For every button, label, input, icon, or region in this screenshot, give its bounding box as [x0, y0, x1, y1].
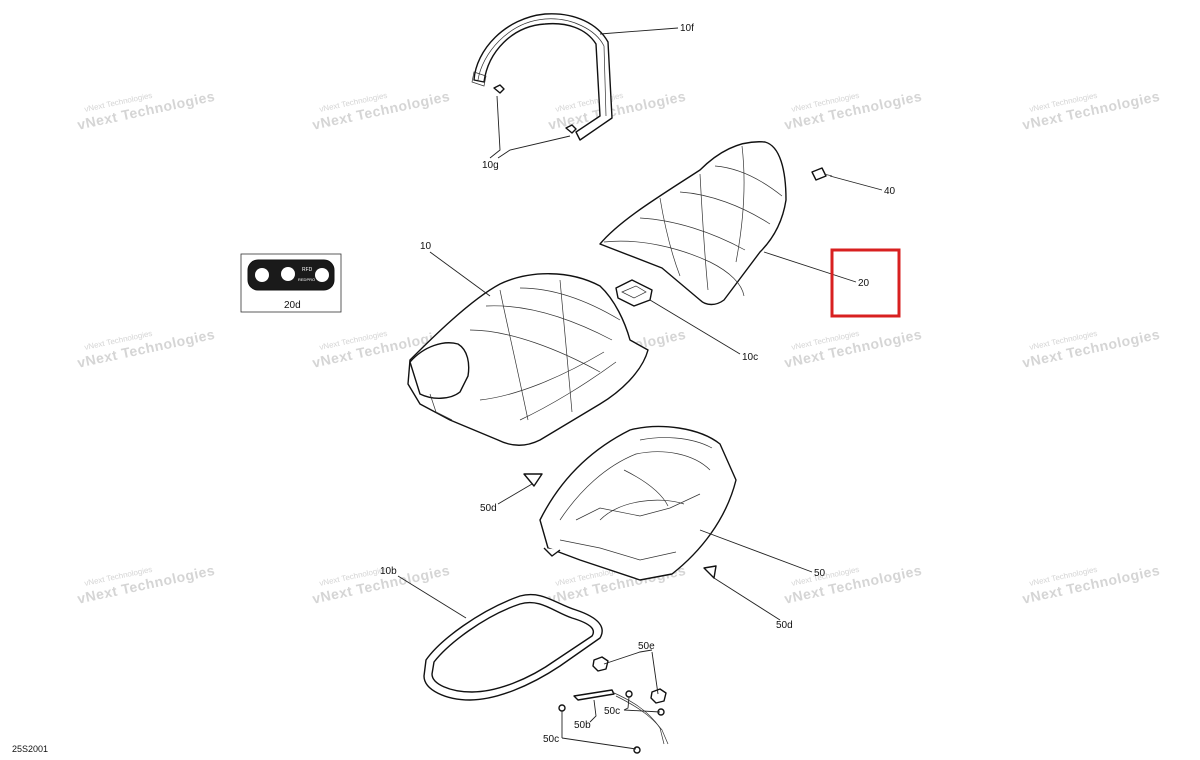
rod-50b	[573, 689, 669, 745]
leader-50c-bottom-b	[561, 737, 637, 750]
fastener-10g	[493, 84, 577, 134]
leader-50e-b	[651, 651, 659, 695]
watermark: vNext Technologies vNext Technologies	[311, 88, 451, 133]
part-label-50: 50	[814, 568, 826, 579]
leader-50c-top-b	[623, 709, 661, 713]
leader-50c-top	[623, 696, 630, 711]
part-label-40: 40	[884, 186, 896, 197]
watermark: vNext Technologies vNext Technologies	[311, 562, 451, 607]
nut-50e	[592, 656, 667, 704]
watermark: vNext Technologies vNext Technologies	[76, 326, 216, 371]
part-label-50e: 50e	[638, 641, 655, 652]
part-label-10c: 10c	[742, 352, 758, 363]
leader-50d-right	[713, 577, 781, 621]
leader-20	[763, 251, 857, 283]
leader-50d-left	[497, 483, 533, 505]
leader-10g-b	[497, 135, 571, 159]
gasket-10b	[423, 593, 603, 701]
highlight-box-20	[830, 248, 901, 318]
leader-40	[829, 175, 883, 191]
decal-20d: RFD REDPRO	[240, 253, 342, 313]
leader-10	[429, 251, 491, 297]
watermark: vNext Technologies vNext Technologies	[1021, 562, 1161, 607]
watermark: vNext Technologies vNext Technologies	[76, 562, 216, 607]
screw-40	[811, 167, 833, 181]
watermark: vNext Technologies vNext Technologies	[547, 88, 687, 133]
rear-seat-20	[599, 141, 787, 306]
part-label-20d: 20d	[284, 300, 301, 311]
watermark: vNext Technologies vNext Technologies	[783, 326, 923, 371]
watermark: vNext Technologies vNext Technologies	[783, 88, 923, 133]
watermark: vNext Technologies vNext Technologies	[783, 562, 923, 607]
clip-50d-right	[703, 565, 717, 579]
clip-50d-left	[523, 473, 543, 487]
front-seat-10	[407, 273, 649, 446]
part-label-20: 20	[858, 278, 870, 289]
leader-50e-a	[603, 649, 653, 665]
part-label-50b: 50b	[574, 720, 591, 731]
latch-10c	[615, 279, 653, 307]
part-label-50c-top: 50c	[604, 706, 620, 717]
part-label-50c-bottom: 50c	[543, 734, 559, 745]
part-label-10b: 10b	[380, 566, 397, 577]
leader-50	[699, 529, 813, 573]
watermark: vNext Technologies vNext Technologies	[1021, 88, 1161, 133]
leader-10c	[649, 299, 741, 355]
part-label-10: 10	[420, 241, 432, 252]
decal-text: RFD	[302, 267, 313, 273]
part-label-10g: 10g	[482, 160, 499, 171]
part-label-10f: 10f	[680, 23, 694, 34]
watermark: vNext Technologies vNext Technologies	[1021, 326, 1161, 371]
leader-50b	[589, 699, 597, 723]
document-id: 25S2001	[12, 744, 49, 754]
leader-10b	[397, 575, 467, 619]
decal-text: REDPRO	[298, 277, 315, 282]
storage-bin-50	[539, 425, 737, 581]
part-label-50d-left: 50d	[480, 503, 497, 514]
leader-10g-a	[489, 95, 501, 159]
leader-10f	[599, 27, 679, 35]
grab-handle-10f	[471, 13, 613, 141]
part-label-50d-right: 50d	[776, 620, 793, 631]
watermark: vNext Technologies vNext Technologies	[76, 88, 216, 133]
